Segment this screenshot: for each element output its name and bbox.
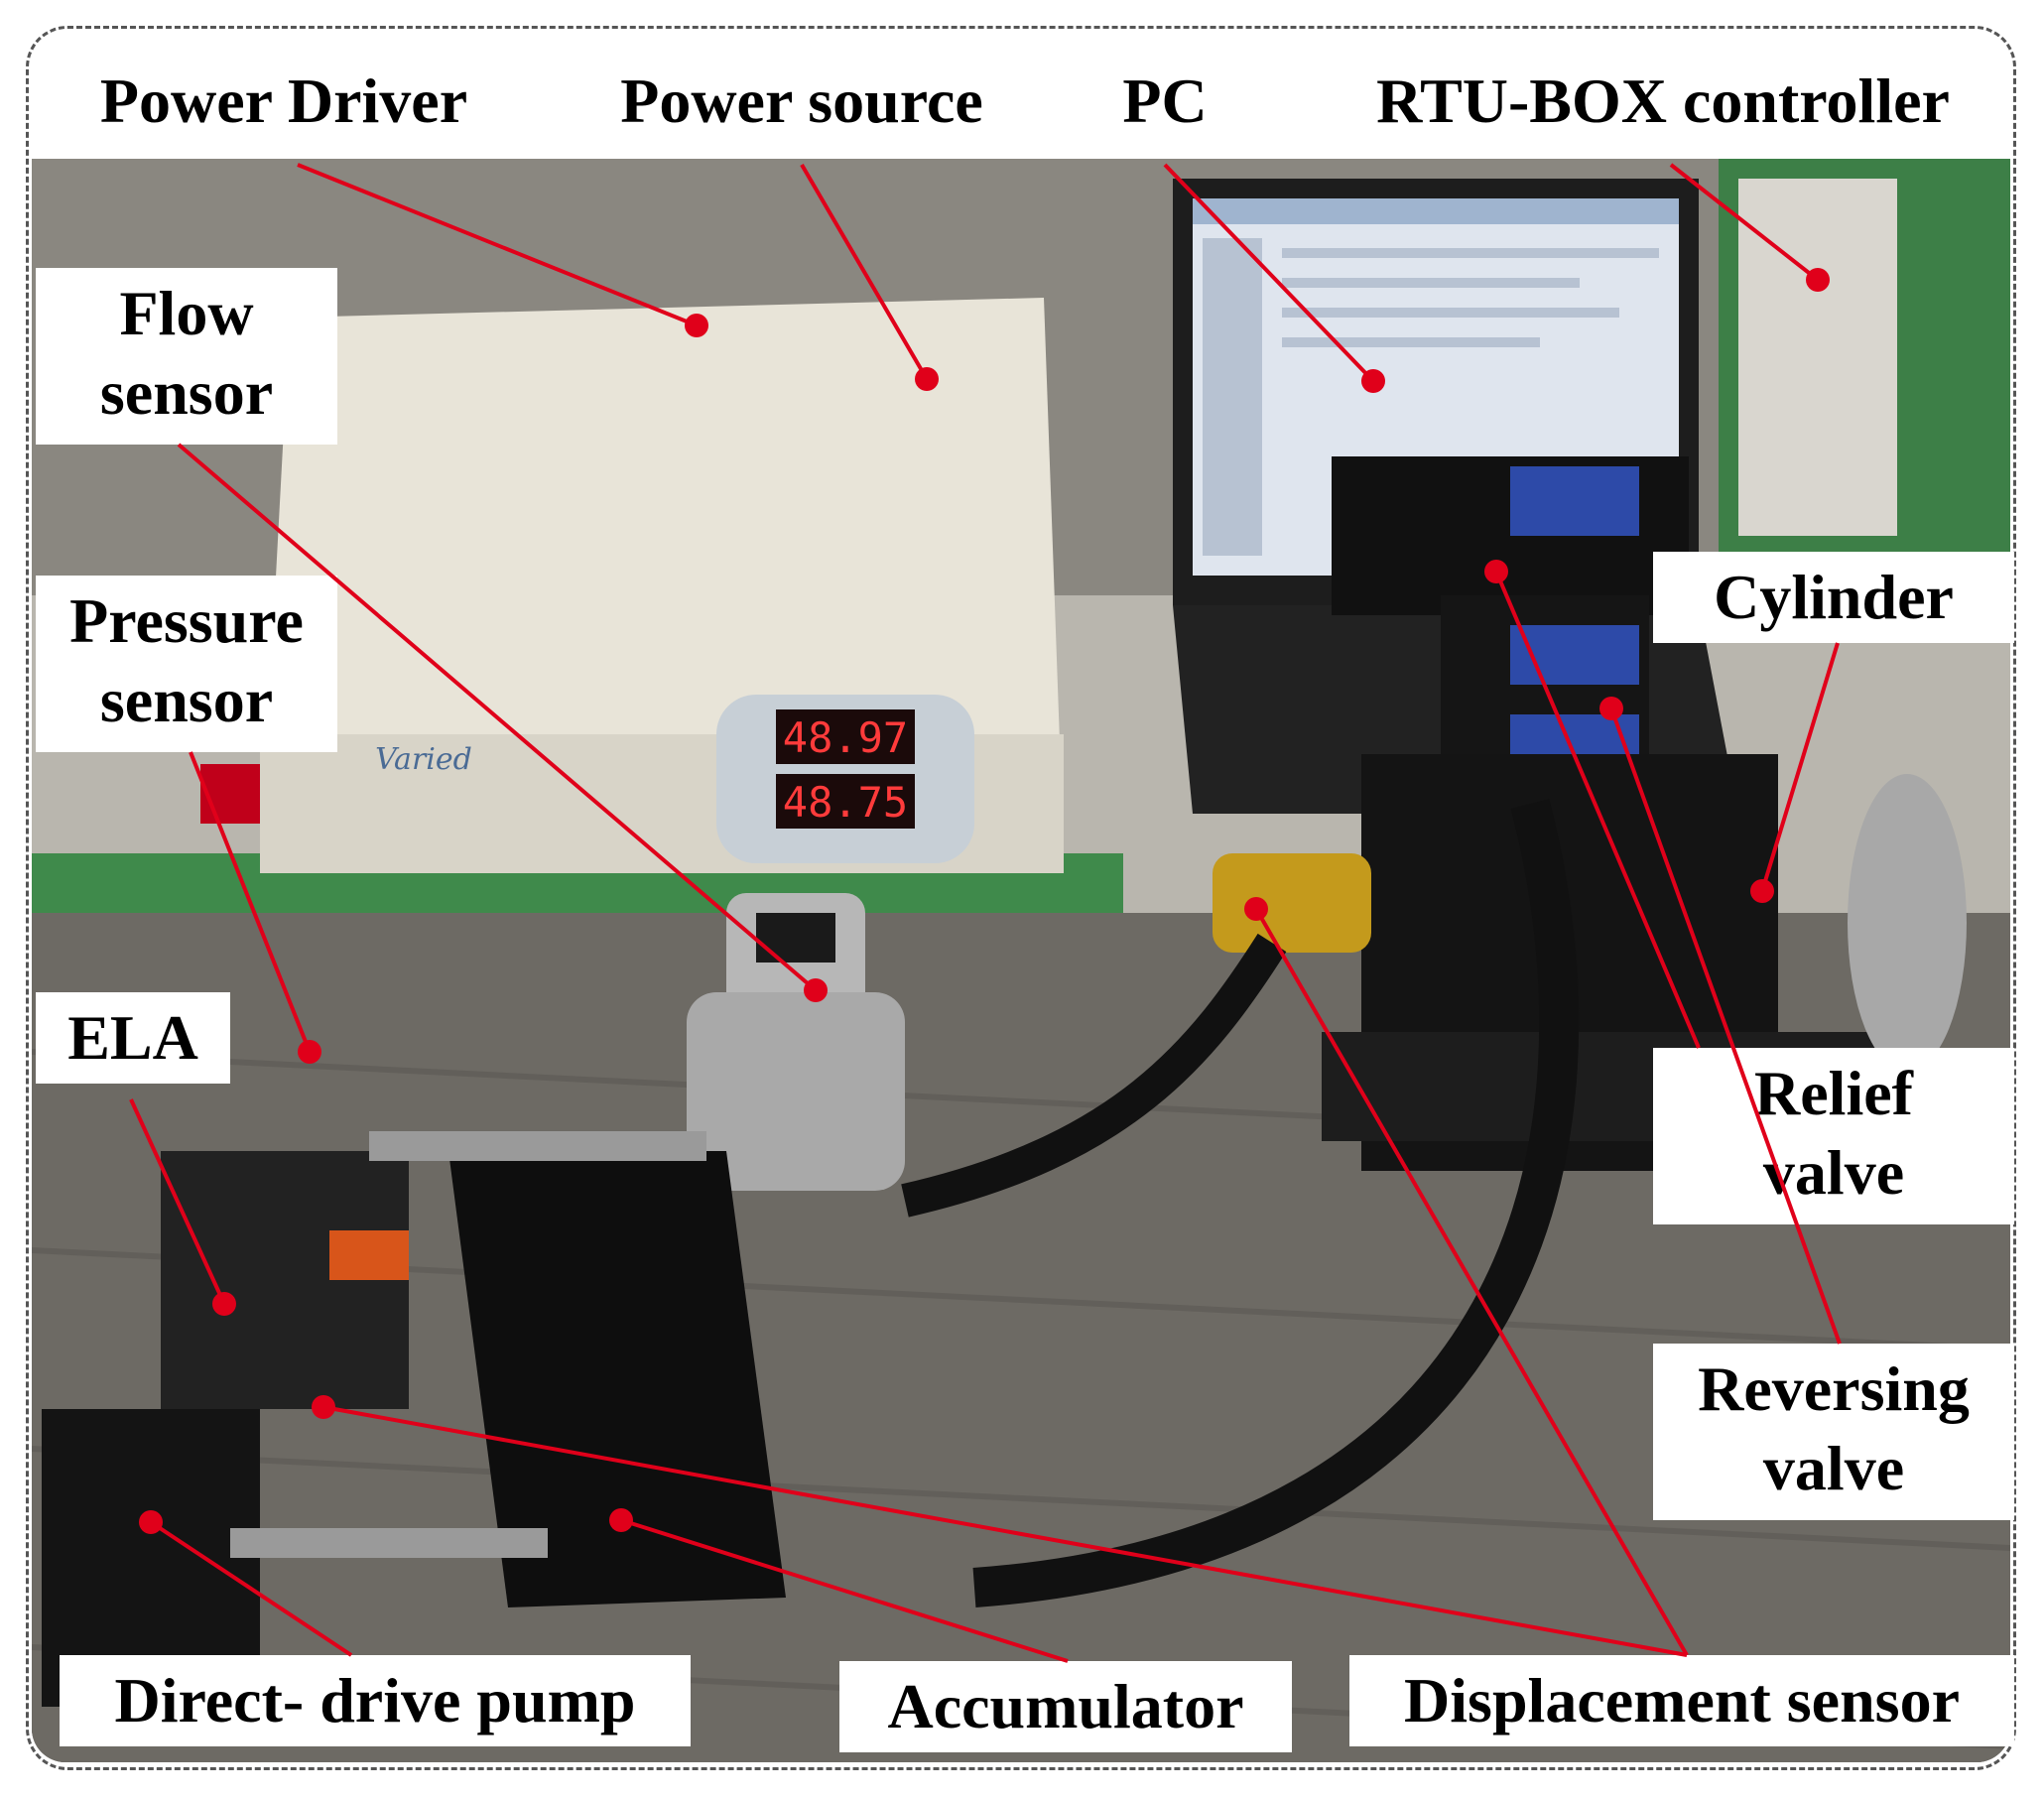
pressure-sensor-line-1: Pressure [69,585,304,656]
flow-sensor-line-2: sensor [99,357,274,428]
label-cylinder: Cylinder [1653,552,2014,643]
pressure-sensor-line-2: sensor [99,665,274,735]
label-power-driver: Power Driver [69,56,498,147]
flow-sensor-line-1: Flow [119,278,254,348]
label-displacement-sensor: Displacement sensor [1349,1655,2014,1746]
label-direct-drive-pump: Direct- drive pump [60,1655,691,1746]
display-bottom-reading: 48.75 [783,778,908,827]
figure-frame [26,26,2016,1770]
reversing-valve-line-1: Reversing [1698,1353,1970,1424]
label-rtu-box-controller: RTU-BOX controller [1324,56,2002,147]
label-power-source: Power source [575,56,1028,147]
label-accumulator: Accumulator [839,1661,1292,1752]
label-pc: PC [1060,56,1270,147]
reversing-valve-line-2: valve [1762,1433,1905,1503]
label-pressure-sensor: Pressure sensor [36,576,337,752]
display-top-reading: 48.97 [783,713,908,762]
label-relief-valve: Relief valve [1653,1048,2014,1224]
label-flow-sensor: Flow sensor [36,268,337,445]
brand-logo-text: Varied [375,742,472,777]
relief-valve-line-2: valve [1762,1137,1905,1208]
label-reversing-valve: Reversing valve [1653,1344,2014,1520]
label-ela: ELA [36,992,230,1084]
relief-valve-line-1: Relief [1754,1058,1913,1128]
